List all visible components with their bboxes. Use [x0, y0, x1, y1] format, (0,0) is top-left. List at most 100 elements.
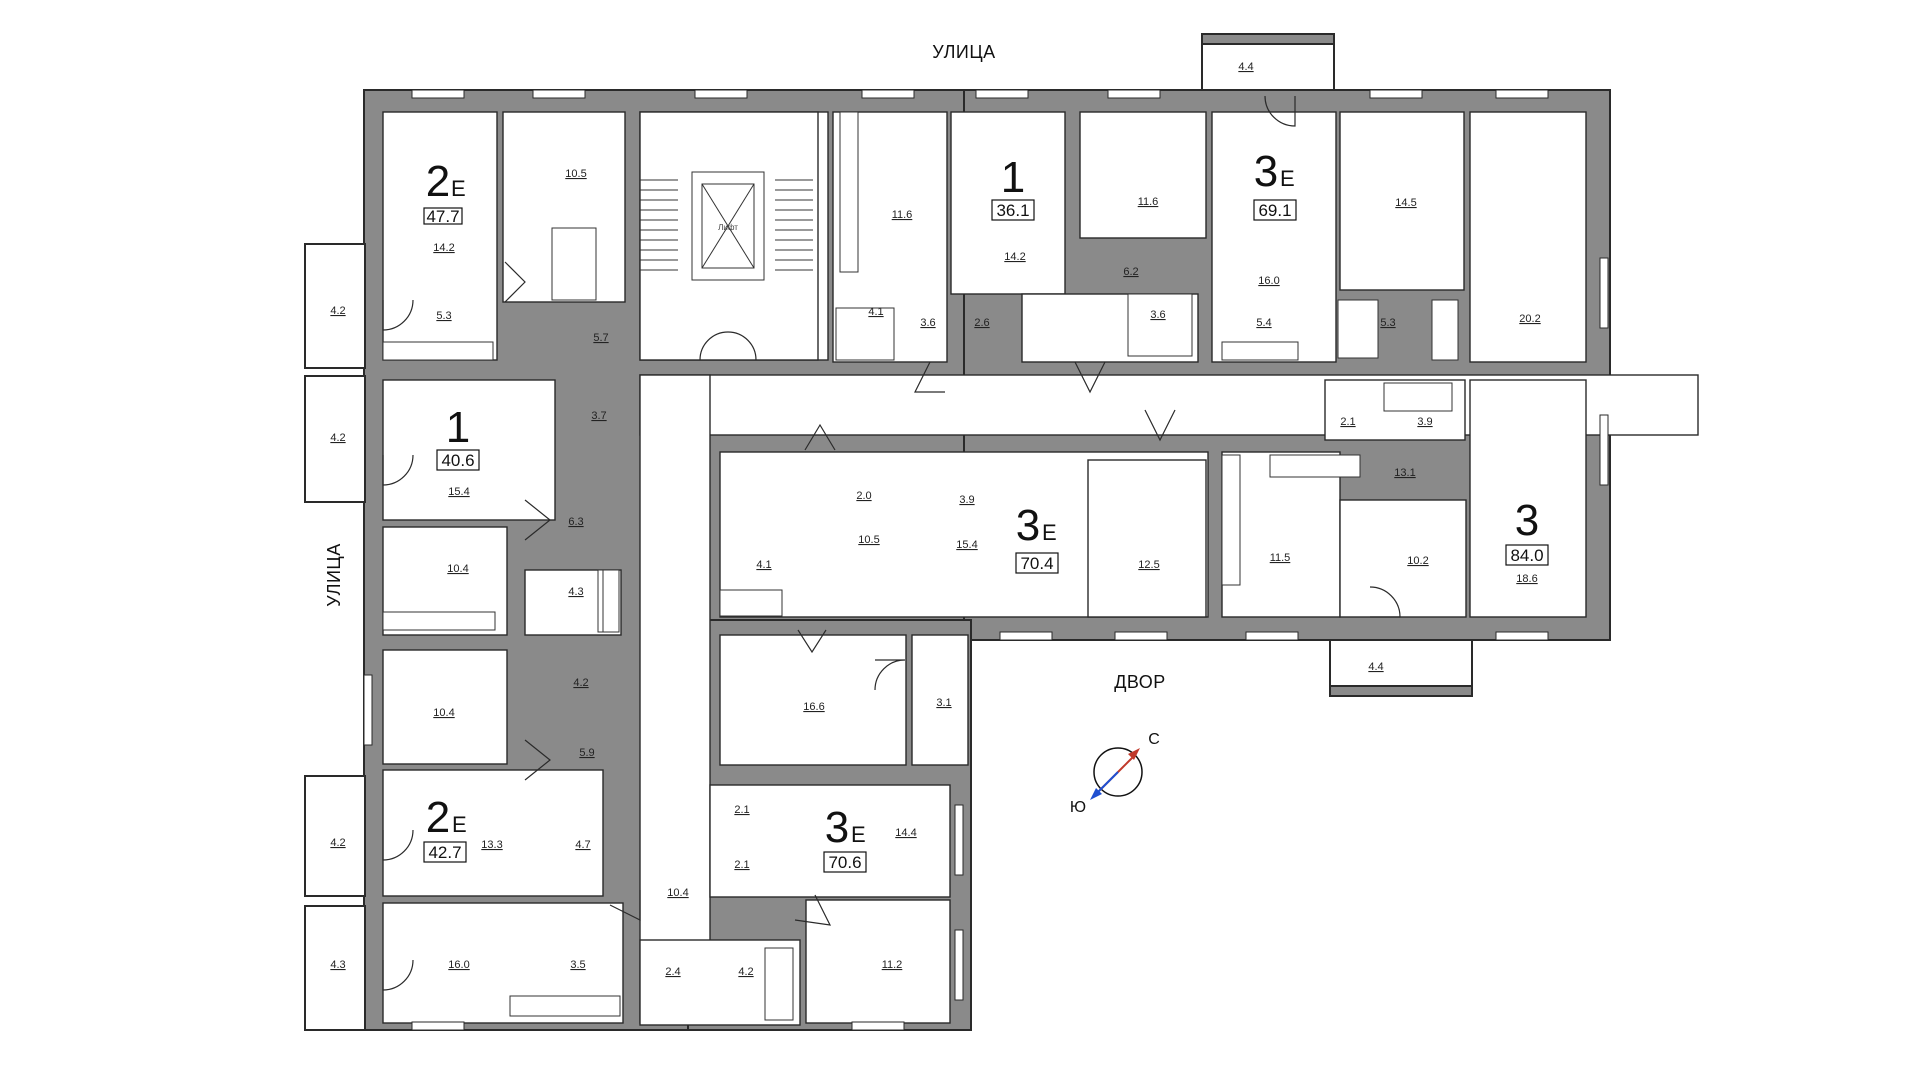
- room-area: 2.1: [734, 804, 749, 816]
- apartment-area: 70.4: [1020, 554, 1053, 573]
- room-area: 6.2: [1123, 266, 1138, 278]
- doors: [382, 95, 1401, 991]
- room-area: 15.4: [956, 539, 977, 551]
- room-area: 16.0: [1258, 275, 1279, 287]
- room-area: 2.4: [665, 966, 680, 978]
- apartment-area: 70.6: [828, 853, 861, 872]
- apartment-tag: 3 Е 70.6: [823, 803, 867, 873]
- room-area: 4.1: [868, 306, 883, 318]
- balcony-area-labels: 4.4 4.2 4.2 4.2 4.3 4.4: [330, 61, 1383, 971]
- room-area: 4.7: [575, 839, 590, 851]
- apartment-area: 40.6: [441, 451, 474, 470]
- room-area: 3.9: [959, 494, 974, 506]
- fixtures: [382, 111, 1459, 1021]
- apartment-tag: 3 Е 70.4: [1015, 501, 1059, 574]
- compass-north-label: С: [1148, 731, 1160, 748]
- room-area: 11.6: [892, 209, 913, 221]
- room-area: 5.3: [1380, 317, 1395, 329]
- apartment-tag: 3 84.0: [1505, 496, 1549, 566]
- windows: [363, 89, 1609, 1031]
- room-area: 16.6: [803, 701, 824, 713]
- room-area: 14.2: [433, 242, 454, 254]
- room-area: 15.4: [448, 486, 469, 498]
- room-area: 14.4: [895, 827, 916, 839]
- room-area: 4.2: [738, 966, 753, 978]
- apartment-rooms: 3: [825, 803, 849, 852]
- room-area: 10.5: [858, 534, 879, 546]
- apartment-rooms: 2: [426, 157, 450, 206]
- room-area: 18.6: [1516, 573, 1537, 585]
- balcony-area: 4.3: [330, 959, 345, 971]
- yard-label: ДВОР: [1114, 672, 1166, 692]
- room-area: 2.0: [856, 490, 871, 502]
- room-area: 16.0: [448, 959, 469, 971]
- room-area: 2.6: [974, 317, 989, 329]
- apartment-suffix: Е: [451, 176, 466, 201]
- room-area: 20.2: [1519, 313, 1540, 325]
- apartment-area: 42.7: [428, 843, 461, 862]
- apartment-rooms: 3: [1016, 501, 1040, 550]
- apartment-area: 84.0: [1510, 546, 1543, 565]
- room-area: 3.9: [1417, 416, 1432, 428]
- apartment-rooms: 3: [1515, 496, 1539, 545]
- room-area: 11.2: [882, 959, 903, 971]
- room-area: 10.4: [433, 707, 454, 719]
- room-area: 3.5: [570, 959, 585, 971]
- balcony-area: 4.4: [1238, 61, 1253, 73]
- room-area: 3.6: [920, 317, 935, 329]
- room-area: 2.1: [1340, 416, 1355, 428]
- room-area: 11.6: [1138, 196, 1159, 208]
- apartment-rooms: 3: [1254, 147, 1278, 196]
- room-area: 10.2: [1407, 555, 1428, 567]
- apartment-suffix: Е: [1280, 166, 1295, 191]
- apartment-area: 47.7: [426, 207, 459, 226]
- room-area: 4.3: [568, 586, 583, 598]
- room-area: 11.5: [1270, 552, 1291, 564]
- room-area: 13.1: [1394, 467, 1415, 479]
- apartment-tag: 1 36.1: [991, 153, 1035, 221]
- room-area: 5.4: [1256, 317, 1271, 329]
- apartment-tag: 3 Е 69.1: [1253, 147, 1297, 221]
- balcony-area: 4.4: [1368, 661, 1383, 673]
- compass-icon: С Ю: [1070, 731, 1160, 816]
- apartment-suffix: Е: [851, 822, 866, 847]
- apartment-suffix: Е: [452, 812, 467, 837]
- room-area: 5.7: [593, 332, 608, 344]
- apartment-suffix: Е: [1042, 520, 1057, 545]
- room-area: 3.1: [936, 697, 951, 709]
- apartment-tag: 2 Е 47.7: [423, 157, 466, 226]
- room-area: 5.3: [436, 310, 451, 322]
- room-area: 4.2: [573, 677, 588, 689]
- apartment-rooms: 2: [426, 793, 450, 842]
- apartment-rooms: 1: [1001, 153, 1025, 202]
- balcony-area: 4.2: [330, 837, 345, 849]
- room-area: 10.5: [565, 168, 586, 180]
- apartment-tag: 2 Е 42.7: [423, 793, 467, 863]
- room-area: 3.7: [591, 410, 606, 422]
- room-area: 6.3: [568, 516, 583, 528]
- street-label-top: УЛИЦА: [932, 42, 995, 62]
- compass-south-label: Ю: [1070, 799, 1086, 816]
- street-label-left: УЛИЦА: [324, 543, 344, 606]
- room-area: 4.1: [756, 559, 771, 571]
- staircase: Лифт: [639, 111, 819, 361]
- balcony-area: 4.2: [330, 305, 345, 317]
- apartment-rooms: 1: [446, 403, 470, 452]
- lift-label: Лифт: [718, 223, 738, 232]
- room-area: 12.5: [1138, 559, 1159, 571]
- room-area: 2.1: [734, 859, 749, 871]
- room-area: 10.4: [447, 563, 468, 575]
- balconies: [304, 33, 1473, 1031]
- apartment-area: 36.1: [996, 201, 1029, 220]
- room-area: 14.2: [1004, 251, 1025, 263]
- room-area: 13.3: [481, 839, 502, 851]
- room-area: 5.9: [579, 747, 594, 759]
- balcony-area: 4.2: [330, 432, 345, 444]
- room-area-labels: 14.2 5.3 10.5 5.7 11.6 4.1 3.6 2.6 14.2 …: [433, 168, 1540, 978]
- apartment-tag: 1 40.6: [436, 403, 480, 471]
- room-area: 14.5: [1395, 197, 1416, 209]
- room-area: 10.4: [667, 887, 688, 899]
- room-area: 3.6: [1150, 309, 1165, 321]
- apartment-area: 69.1: [1258, 201, 1291, 220]
